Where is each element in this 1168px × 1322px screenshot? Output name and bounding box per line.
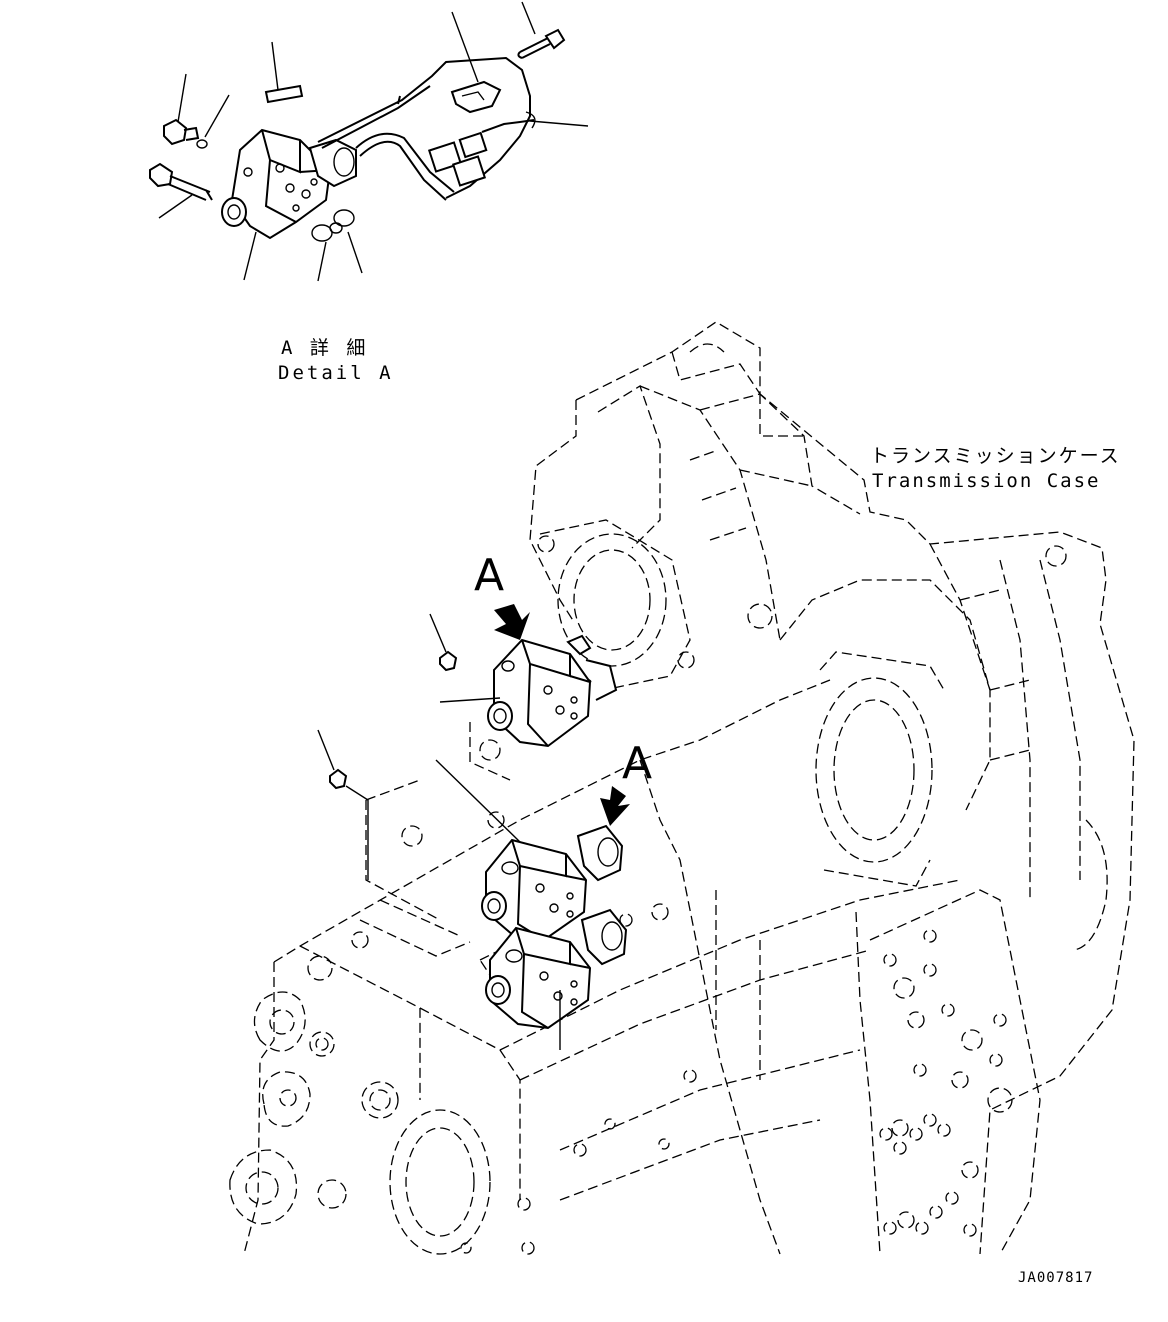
leader-line bbox=[429, 613, 447, 653]
bolt-top bbox=[517, 28, 566, 59]
installed-valve-upper bbox=[487, 634, 618, 748]
leader-line bbox=[439, 697, 501, 703]
detail-a-title-jp: A 詳 細 bbox=[281, 337, 369, 359]
o-ring bbox=[329, 222, 343, 234]
leader-line bbox=[158, 194, 193, 219]
label-tag bbox=[264, 84, 304, 104]
detail-a-drawing bbox=[149, 1, 589, 282]
leader-line bbox=[271, 41, 279, 91]
leader-line bbox=[204, 94, 230, 138]
leader-line bbox=[317, 241, 327, 282]
leader-line bbox=[345, 785, 369, 880]
view-marker-a: A bbox=[474, 550, 505, 601]
leader-line bbox=[435, 759, 521, 843]
installed-valve-middle bbox=[481, 824, 624, 942]
leader-line bbox=[529, 120, 589, 127]
wiring-harness bbox=[317, 56, 536, 201]
leader-line bbox=[317, 729, 335, 771]
installed-valve-lower bbox=[485, 908, 628, 1030]
valve-body bbox=[221, 128, 357, 240]
detail-a-title-en: Detail A bbox=[278, 362, 394, 384]
o-ring bbox=[333, 209, 355, 227]
transmission-case-label-jp: トランスミッションケース bbox=[870, 445, 1121, 467]
view-marker-a: A bbox=[622, 738, 653, 789]
plug-bolt bbox=[439, 650, 458, 672]
drawing-code: JA007817 bbox=[1018, 1270, 1094, 1286]
view-arrow-icon bbox=[494, 604, 530, 640]
leader-line bbox=[243, 231, 257, 281]
o-ring bbox=[311, 224, 333, 242]
o-ring bbox=[196, 139, 208, 149]
plug-bolt bbox=[163, 118, 200, 146]
transmission-case-label-en: Transmission Case bbox=[872, 470, 1101, 492]
view-arrow-icon bbox=[600, 786, 630, 826]
transmission-case-drawing bbox=[229, 321, 1135, 1255]
leader-line bbox=[347, 231, 363, 274]
leader-line bbox=[177, 73, 187, 123]
long-bolt bbox=[149, 162, 213, 201]
plug-bolt bbox=[329, 768, 348, 790]
leader-line bbox=[521, 1, 536, 35]
leader-line bbox=[451, 11, 479, 83]
